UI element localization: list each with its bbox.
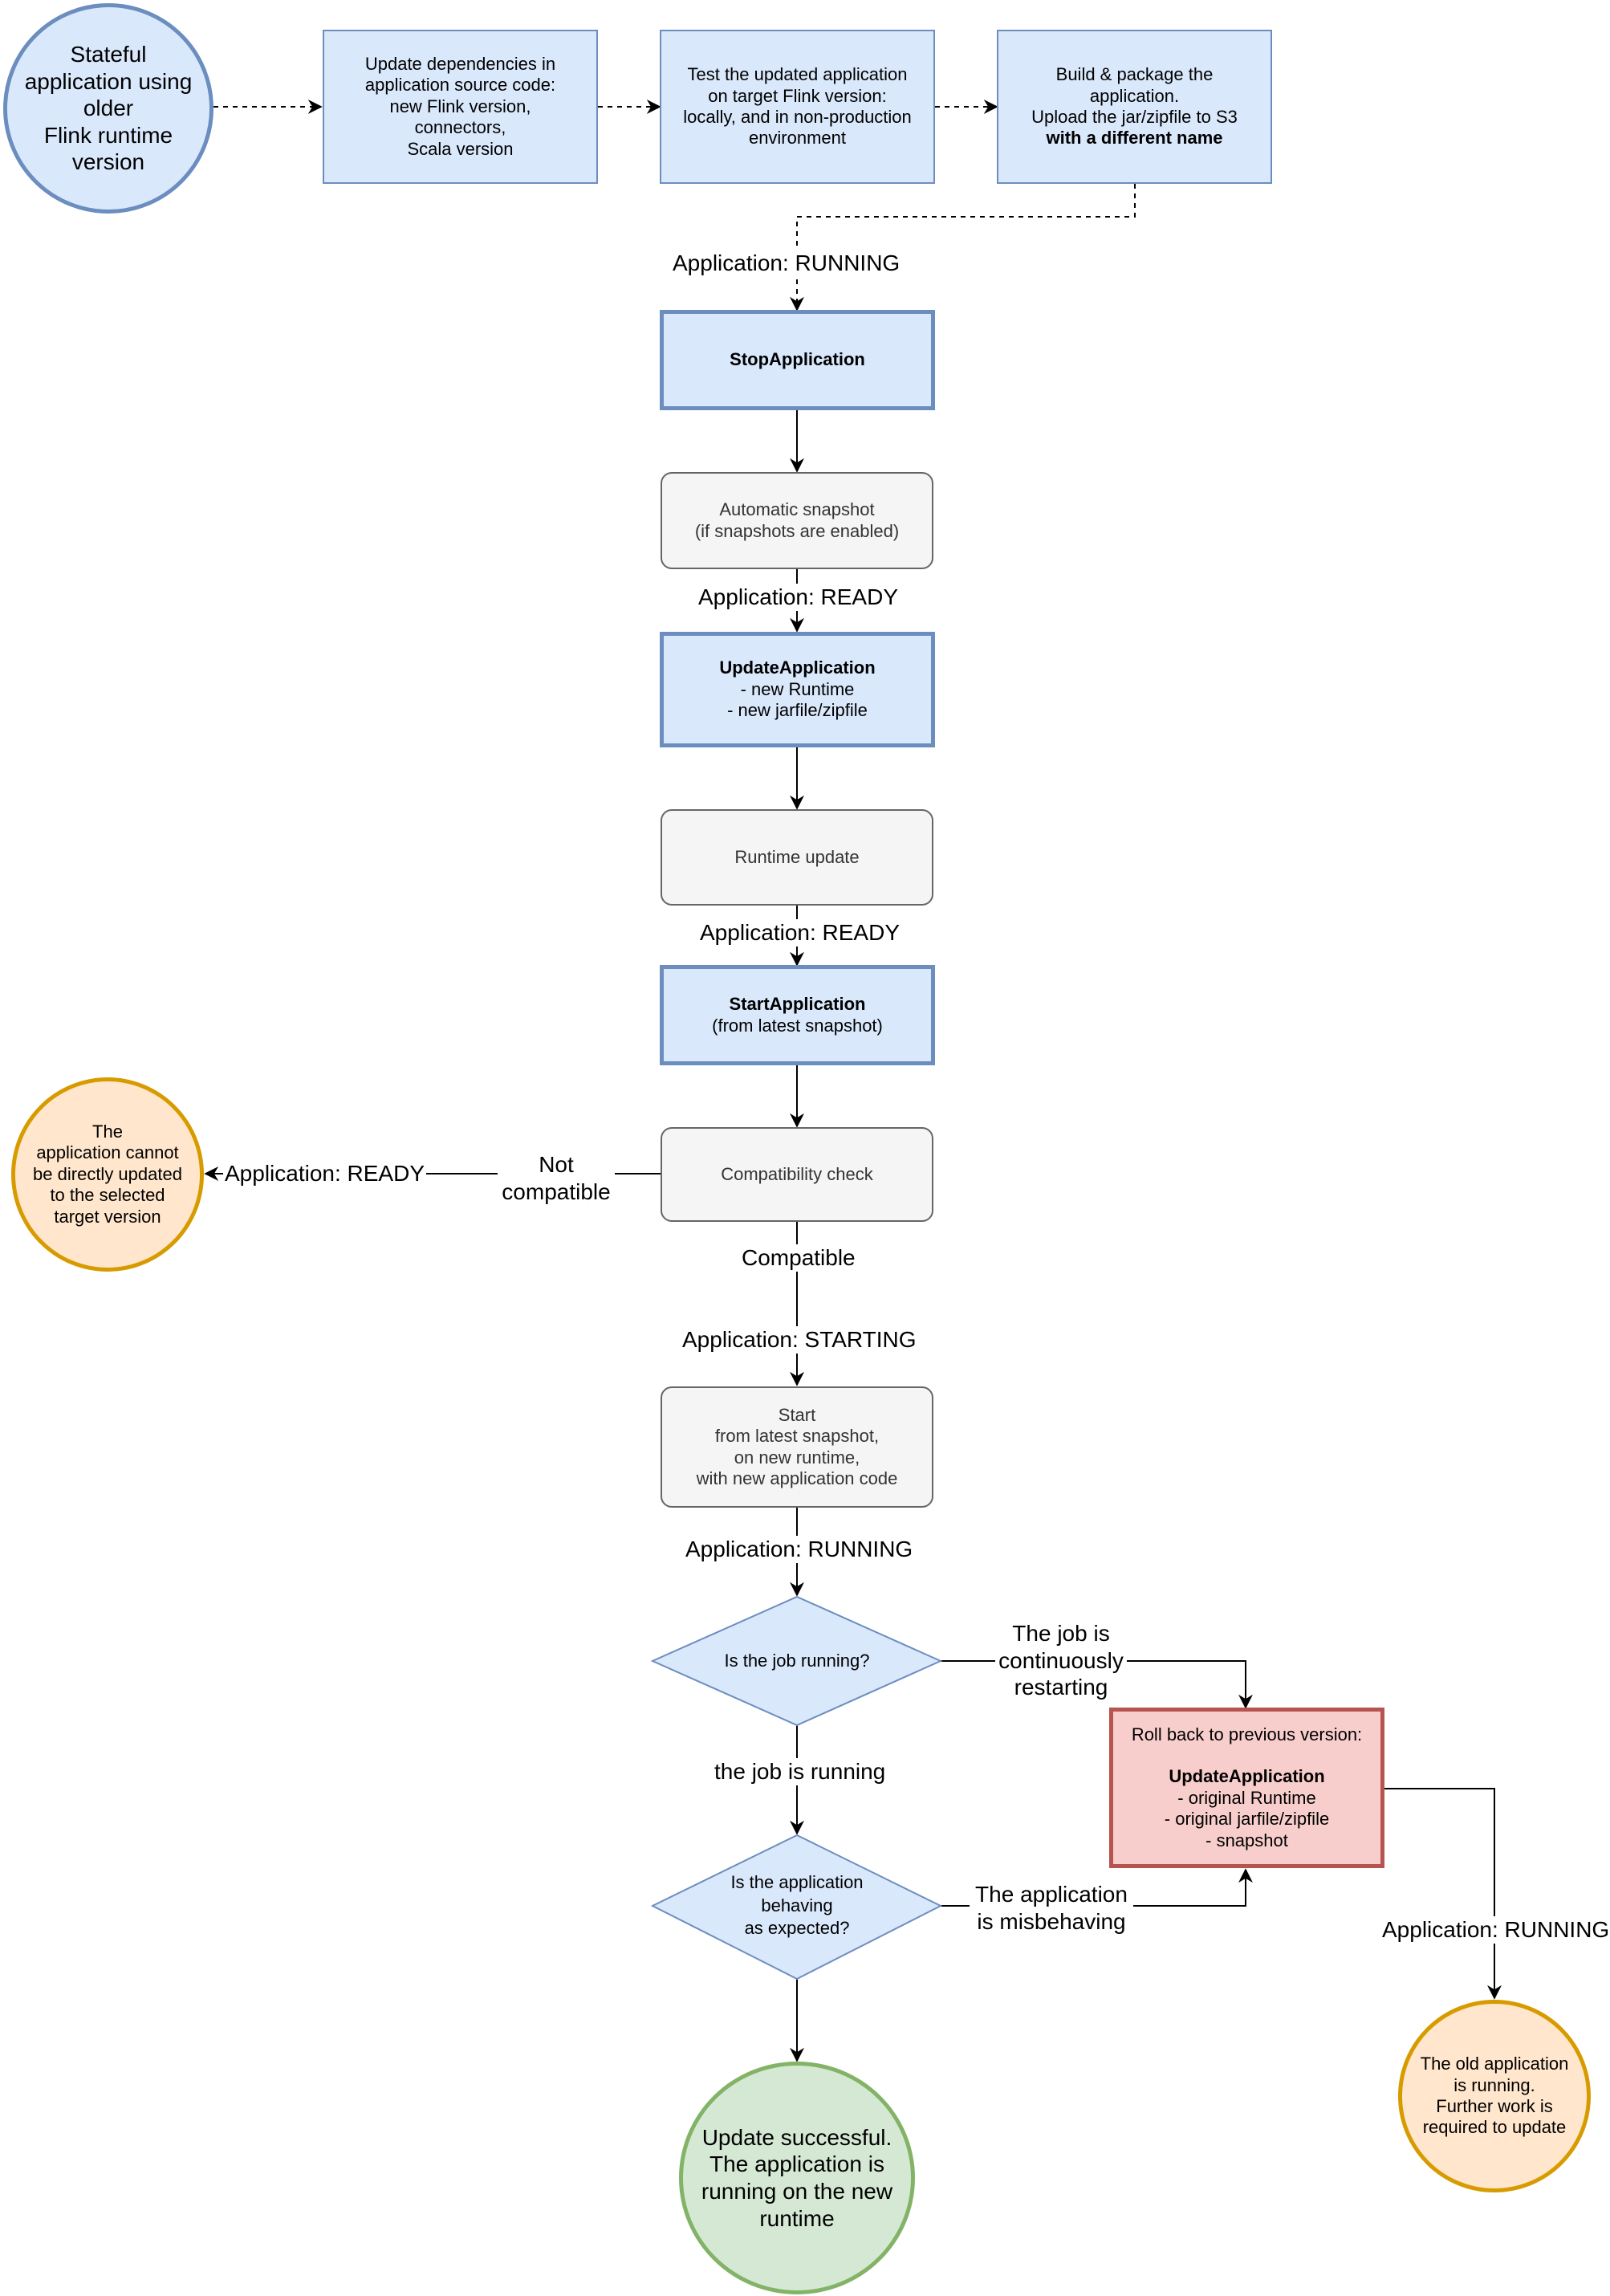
- node-line: application cannot: [36, 1142, 179, 1163]
- build-package-box: Build & package the application. Upload …: [997, 30, 1272, 184]
- box-line: Build & package the: [1055, 64, 1214, 85]
- box-title: StartApplication: [729, 994, 866, 1015]
- decision-text: as expected?: [744, 1918, 850, 1939]
- start-line: older: [83, 96, 134, 121]
- node-line: Update successful.: [701, 2124, 892, 2150]
- box-line: Scala version: [407, 138, 514, 159]
- update-successful-node: Update successful. The application is ru…: [679, 2062, 915, 2294]
- node-line: The old application: [1420, 2054, 1569, 2074]
- box-title: UpdateApplication: [719, 657, 876, 678]
- label-line: The job is: [1012, 1621, 1110, 1646]
- automatic-snapshot-box: Automatic snapshot (if snapshots are ena…: [661, 472, 933, 569]
- box-line: Roll back to previous version:: [1131, 1724, 1363, 1745]
- box-line: on new runtime,: [734, 1447, 860, 1468]
- decision-text: Is the application: [730, 1872, 864, 1893]
- label-line: compatible: [502, 1179, 611, 1204]
- box-line: connectors,: [414, 117, 506, 138]
- edge-step3-to-stop: [790, 184, 1136, 311]
- start-line: application using: [24, 68, 193, 94]
- label-compatible: Compatible: [740, 1244, 857, 1272]
- node-line: Further work is: [1436, 2096, 1553, 2116]
- start-application-box: StartApplication (from latest snapshot): [660, 965, 935, 1065]
- node-line: running on the new: [701, 2179, 893, 2204]
- box-line: (if snapshots are enabled): [694, 520, 900, 541]
- box-line: - new Runtime: [740, 678, 855, 699]
- decision-text: behaving: [761, 1895, 833, 1915]
- node-line: be directly updated: [33, 1163, 182, 1184]
- start-line: version: [71, 149, 145, 175]
- label-not-compatible: Not compatible: [498, 1151, 615, 1206]
- start-line: Stateful: [70, 42, 147, 67]
- box-title: UpdateApplication: [1169, 1766, 1325, 1787]
- node-line: to the selected: [50, 1185, 165, 1206]
- label-application-ready-2: Application: READY: [698, 919, 902, 946]
- box-line: new Flink version,: [389, 96, 531, 116]
- rollback-box: Roll back to previous version: UpdateApp…: [1109, 1708, 1384, 1868]
- label-line: Not: [539, 1152, 574, 1177]
- label-application-ready-1: Application: READY: [697, 584, 901, 611]
- node-line: is running.: [1453, 2074, 1535, 2095]
- label-line: The application: [975, 1882, 1128, 1907]
- box-line: application.: [1089, 85, 1180, 106]
- decision-job-running-shape: [650, 1595, 943, 1727]
- label-misbehaving: The application is misbehaving: [970, 1881, 1133, 1936]
- box-line: Runtime update: [734, 846, 860, 867]
- node-line: target version: [54, 1206, 161, 1227]
- decision-job-running: Is the job running?: [685, 1637, 909, 1685]
- node-line: required to update: [1422, 2117, 1567, 2138]
- compatibility-check-box: Compatibility check: [661, 1127, 933, 1222]
- box-line: Compatibility check: [721, 1163, 873, 1184]
- cannot-update-node: The application cannot be directly updat…: [11, 1077, 204, 1272]
- box-line: Start: [778, 1404, 816, 1425]
- decision-behaving: Is the application behaving as expected?: [697, 1866, 897, 1946]
- label-line: restarting: [1014, 1675, 1108, 1700]
- box-line: Test the updated application: [687, 64, 908, 85]
- label-line: is misbehaving: [977, 1908, 1126, 1934]
- box-line: - original Runtime: [1177, 1787, 1316, 1808]
- box-line: Update dependencies in: [364, 54, 556, 75]
- decision-text: Is the job running?: [724, 1650, 870, 1671]
- label-application-running-1: Application: RUNNING: [671, 250, 902, 277]
- box-line: from latest snapshot,: [714, 1426, 880, 1447]
- box-line: on target Flink version:: [708, 85, 887, 106]
- node-line: The: [92, 1122, 123, 1142]
- label-job-restarting: The job is continuously restarting: [995, 1620, 1127, 1701]
- label-job-is-running: the job is running: [713, 1758, 888, 1785]
- label-application-ready-3: Application: READY: [223, 1160, 427, 1187]
- box-line: Automatic snapshot: [719, 499, 875, 520]
- start-line: Flink runtime: [43, 122, 173, 148]
- update-application-box: UpdateApplication - new Runtime - new ja…: [660, 632, 935, 747]
- label-application-starting: Application: STARTING: [681, 1326, 918, 1354]
- box-line: (from latest snapshot): [712, 1015, 883, 1036]
- box-line: with new application code: [696, 1468, 898, 1488]
- box-line: environment: [748, 128, 847, 149]
- start-node: Stateful application using older Flink r…: [3, 3, 213, 214]
- box-line-bold: with a different name: [1046, 128, 1223, 149]
- node-line: runtime: [759, 2205, 835, 2231]
- label-application-running-3: Application: RUNNING: [1380, 1916, 1610, 1944]
- start-from-snapshot-box: Start from latest snapshot, on new runti…: [661, 1386, 933, 1508]
- old-application-running-node: The old application is running. Further …: [1398, 2000, 1591, 2192]
- label-application-running-2: Application: RUNNING: [684, 1536, 915, 1563]
- update-dependencies-box: Update dependencies in application sourc…: [323, 30, 598, 184]
- box-line: - new jarfile/zipfile: [727, 700, 868, 721]
- box-line: - original jarfile/zipfile: [1164, 1809, 1330, 1830]
- runtime-update-box: Runtime update: [661, 809, 933, 906]
- edge-rollback-to-old: [1382, 1788, 1502, 2000]
- box-line: locally, and in non-production: [683, 107, 912, 127]
- box-line: - snapshot: [1205, 1830, 1288, 1850]
- node-line: The application is: [709, 2151, 884, 2177]
- box-line: Upload the jar/zipfile to S3: [1031, 107, 1238, 127]
- stop-application-box: StopApplication: [660, 310, 935, 410]
- label-line: continuously: [998, 1647, 1124, 1673]
- decision-behaving-shape: [650, 1834, 943, 1981]
- test-application-box: Test the updated application on target F…: [660, 30, 935, 184]
- box-title: StopApplication: [730, 349, 865, 370]
- box-line: application source code:: [364, 75, 556, 96]
